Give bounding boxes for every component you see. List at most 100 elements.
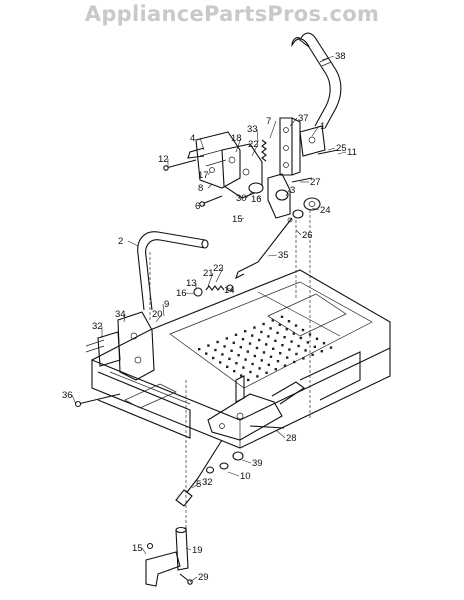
callout-leader-33 (256, 128, 259, 143)
perforation-hole (237, 354, 240, 357)
perforation-hole (283, 336, 286, 339)
perforation-hole (276, 360, 280, 363)
callout-leader-14 (225, 287, 235, 291)
perforation-hole (286, 356, 289, 359)
perforation-hole (198, 348, 201, 351)
perforation-hole (299, 336, 302, 340)
alignment-lines (149, 210, 311, 530)
perforation-hole (219, 361, 222, 364)
callout-leader-16 (185, 292, 195, 295)
perforation-hole (253, 326, 256, 329)
callout-label-36: 36 (62, 390, 73, 401)
linkage-rod-32 (175, 439, 223, 507)
perforation-hole (221, 353, 224, 356)
perforation-hole (265, 371, 268, 374)
callout-leader-21 (207, 272, 214, 287)
perforation-hole (276, 331, 279, 334)
callout-label-32: 32 (92, 321, 103, 332)
callout-label-15: 15 (132, 543, 143, 554)
callout-label-32: 32 (202, 477, 213, 488)
perforation-hole (246, 350, 249, 353)
perforation-hole (271, 319, 274, 322)
callout-label-38: 38 (335, 51, 346, 62)
perforation-hole (223, 345, 226, 348)
perforation-hole (285, 328, 288, 331)
callout-label-17: 17 (198, 170, 209, 181)
bolt-27 (291, 177, 313, 183)
callout-leader-7 (269, 120, 277, 139)
callout-label-16: 16 (251, 194, 262, 205)
callout-leader-19 (185, 547, 192, 551)
callout-label-7: 7 (266, 116, 271, 127)
perforation-hole (255, 346, 259, 350)
bolt-11 (317, 149, 339, 155)
perforation-hole (293, 360, 296, 364)
callout-label-22: 22 (213, 263, 224, 274)
callout-label-13: 13 (186, 278, 197, 289)
perforation-hole (212, 356, 215, 360)
callout-label-30: 30 (236, 193, 247, 204)
callout-leader-28 (275, 429, 286, 439)
perforation-hole (232, 341, 235, 344)
pivot-arm-28 (207, 375, 305, 441)
callout-label-1: 1 (320, 121, 325, 132)
callout-leader-22 (215, 267, 224, 283)
perforation-hole (320, 350, 323, 353)
perforation-hole (253, 354, 256, 358)
callout-leader-29 (189, 576, 198, 583)
callout-leader-22 (251, 143, 259, 157)
perforation-hole (302, 357, 305, 360)
perforation-hole (249, 370, 252, 374)
perforation-hole (247, 378, 250, 382)
perforation-hole (260, 359, 263, 362)
callout-label-22: 22 (248, 139, 259, 150)
callout-label-34: 34 (115, 309, 126, 320)
perforation-hole (244, 330, 247, 333)
callout-label-29: 29 (198, 572, 209, 583)
callout-label-11: 11 (347, 147, 357, 158)
bolt-12 (163, 159, 197, 171)
callout-label-28: 28 (286, 433, 297, 444)
callout-leader-4 (199, 137, 205, 151)
perforation-hole (274, 339, 277, 342)
callout-leader-34 (123, 313, 126, 323)
callout-leader-18 (235, 137, 242, 153)
perforation-hole (278, 323, 281, 326)
perforation-hole (233, 370, 236, 373)
perforation-hole (242, 366, 245, 369)
perforation-hole (258, 338, 261, 342)
callout-label-39: 39 (252, 458, 263, 469)
perforation-hole (205, 352, 208, 355)
callout-leader-37 (289, 117, 298, 127)
perforation-hole (258, 367, 261, 370)
bolt-36 (74, 393, 121, 408)
callout-label-37: 37 (298, 113, 309, 124)
steering-lever-right (291, 32, 342, 129)
washers (205, 451, 244, 474)
callout-leader-39 (241, 459, 252, 464)
callout-label-5: 5 (196, 479, 201, 490)
callout-leader-8 (207, 183, 213, 189)
lever-base-assembly (85, 311, 155, 381)
callout-leader-15 (141, 547, 147, 555)
callout-label-19: 19 (192, 545, 203, 556)
callout-label-3: 3 (290, 185, 295, 196)
perforation-hole (329, 346, 333, 349)
perforation-hole (207, 344, 210, 347)
perforation-hole (292, 332, 295, 335)
callout-leader-32 (191, 481, 202, 489)
perforation-hole (230, 349, 233, 352)
callout-label-15: 15 (232, 214, 243, 225)
callout-label-6: 6 (195, 201, 200, 212)
perforation-hole (269, 327, 272, 330)
perforation-hole (251, 334, 254, 337)
frame-deck (90, 269, 391, 449)
callout-leader-35 (267, 254, 278, 257)
callout-label-10: 10 (240, 471, 251, 482)
callout-leader-30 (245, 191, 253, 199)
callout-label-21: 21 (203, 268, 214, 279)
perforation-hole (244, 358, 247, 361)
perforation-hole (239, 346, 242, 349)
